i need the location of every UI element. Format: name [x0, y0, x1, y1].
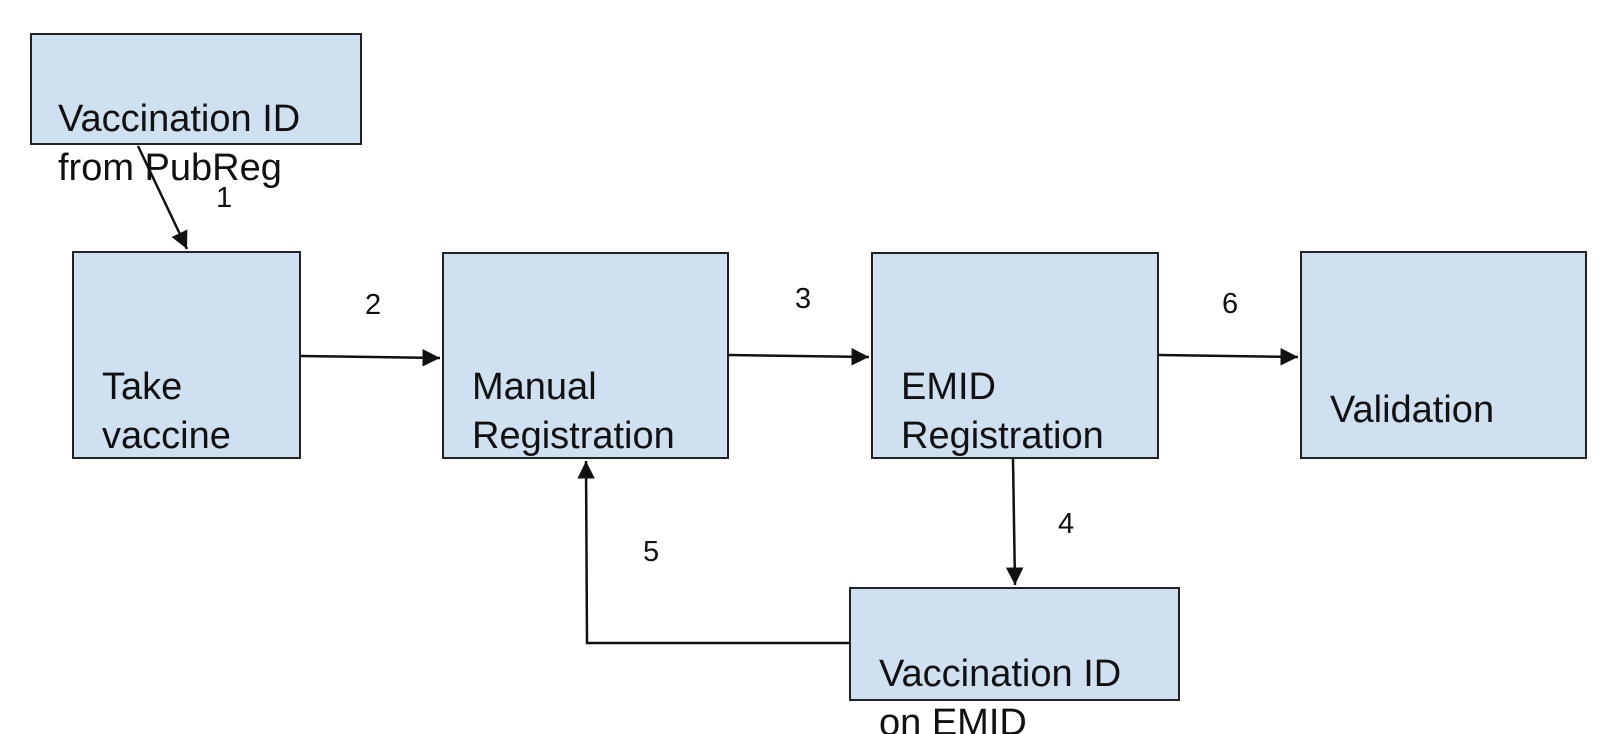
node-manual-registration: Manual Registration — [442, 252, 729, 459]
edge-6-arrow — [1158, 347, 1299, 366]
node-emid-registration: EMID Registration — [871, 252, 1159, 459]
node-take-vaccine-label: Take vaccine — [102, 366, 231, 457]
edge-2-arrow — [300, 348, 441, 367]
edge-4-arrow — [1005, 458, 1024, 586]
node-vaccination-id-pubreg-label: Vaccination ID from PubReg — [58, 98, 301, 189]
edge-3-arrow — [728, 348, 870, 366]
node-validation-label: Validation — [1330, 389, 1495, 431]
node-validation: Validation — [1300, 251, 1587, 459]
node-take-vaccine: Take vaccine — [72, 251, 301, 459]
edge-4-label: 4 — [1058, 508, 1074, 540]
edge-5-arrow — [577, 460, 849, 645]
edge-1-label: 1 — [216, 182, 232, 214]
edge-5-label: 5 — [643, 536, 659, 568]
node-vaccination-id-emid-label: Vaccination ID on EMID — [879, 653, 1122, 734]
node-manual-registration-label: Manual Registration — [472, 366, 675, 457]
node-vaccination-id-pubreg: Vaccination ID from PubReg — [30, 33, 362, 189]
edge-3-label: 3 — [795, 283, 811, 315]
node-emid-registration-label: EMID Registration — [901, 366, 1104, 457]
node-vaccination-id-emid: Vaccination ID on EMID — [849, 587, 1180, 734]
edge-2-label: 2 — [365, 289, 381, 321]
edge-1-arrow — [136, 145, 189, 250]
edge-6-label: 6 — [1222, 288, 1238, 320]
